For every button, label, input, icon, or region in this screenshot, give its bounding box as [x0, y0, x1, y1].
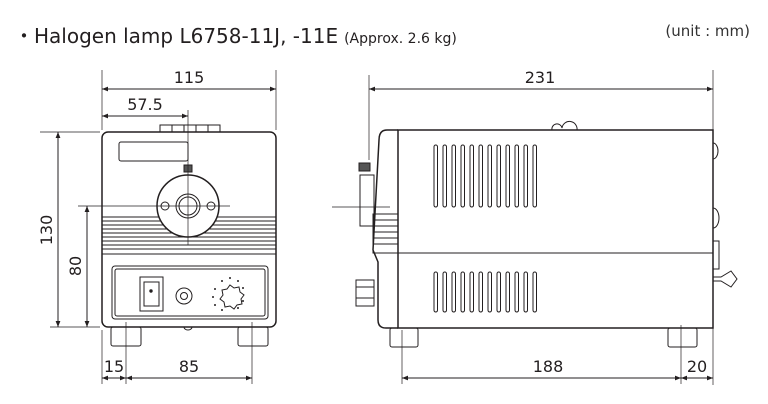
dim-side-foot-spacing: 188 — [533, 357, 564, 376]
upper-vents — [433, 144, 537, 208]
dim-front-height: 130 — [37, 215, 56, 246]
power-switch — [139, 276, 164, 312]
front-view — [40, 70, 277, 384]
dim-front-center: 57.5 — [127, 95, 163, 114]
dim-front-foot-spacing: 85 — [179, 357, 199, 376]
dim-axis-height: 80 — [66, 256, 85, 276]
dim-front-width: 115 — [174, 68, 205, 87]
dim-foot-offset: 15 — [104, 357, 124, 376]
title-main: Halogen lamp L6758-11J, -11E — [34, 24, 339, 48]
dim-rear-offset: 20 — [687, 357, 707, 376]
drawing-title: ・Halogen lamp L6758-11J, -11E (Approx. 2.… — [14, 20, 457, 49]
connector — [175, 287, 193, 305]
intensity-dial — [219, 284, 245, 310]
unit-label: (unit : mm) — [665, 22, 750, 40]
dim-depth: 231 — [525, 68, 556, 87]
side-view — [332, 70, 738, 385]
title-weight: (Approx. 2.6 kg) — [344, 31, 457, 47]
lower-vents — [433, 271, 537, 313]
title-bullet: ・ — [14, 24, 34, 48]
